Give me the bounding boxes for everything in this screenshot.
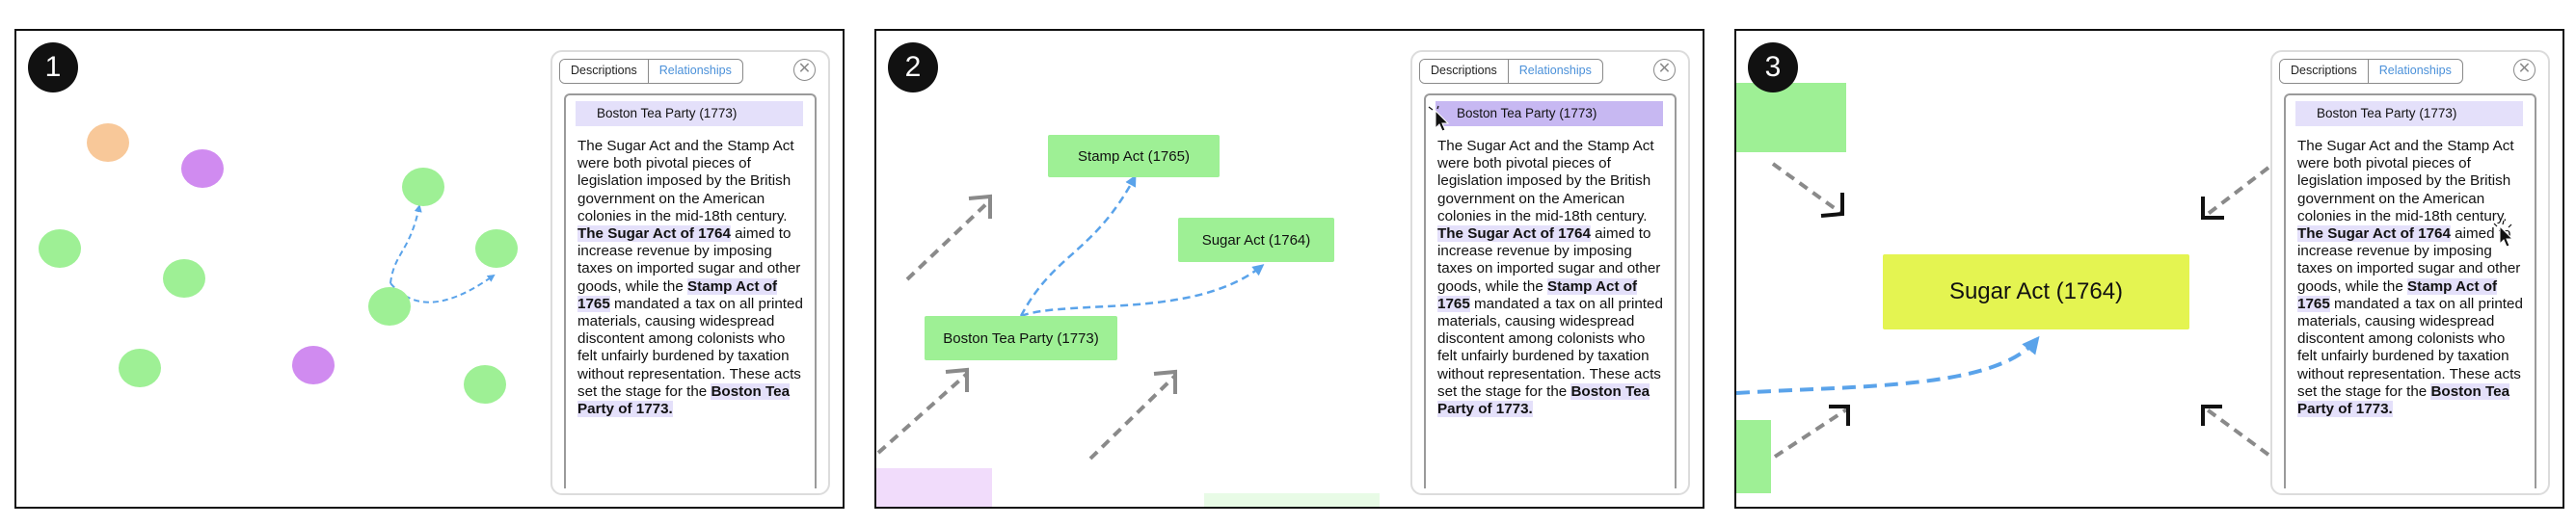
info-card: Descriptions Relationships ✕ Boston Tea …	[550, 50, 830, 495]
step-badge: 1	[28, 42, 78, 92]
cursor-icon	[1428, 105, 1450, 132]
node-stamp-act[interactable]: Stamp Act (1765)	[1048, 135, 1220, 177]
tab-group: Descriptions Relationships	[559, 59, 743, 84]
node-boston-tea-party[interactable]: Boston Tea Party (1773)	[925, 316, 1117, 360]
tab-descriptions[interactable]: Descriptions	[1420, 60, 1509, 83]
highlight-link[interactable]: The Sugar Act of 1764	[2297, 225, 2451, 243]
description-text: The Sugar Act and the Stamp Act were bot…	[577, 138, 803, 418]
node-dot-purple[interactable]	[181, 149, 224, 188]
info-card: Descriptions Relationships ✕ Boston Tea …	[2270, 50, 2550, 495]
step-badge: 3	[1748, 42, 1798, 92]
tab-relationships[interactable]: Relationships	[2378, 64, 2452, 77]
node-partial[interactable]	[1204, 493, 1380, 509]
node-dot-orange[interactable]	[87, 123, 129, 162]
tab-descriptions[interactable]: Descriptions	[560, 60, 649, 83]
card-title: Boston Tea Party (1773)	[2295, 101, 2523, 126]
highlight-link[interactable]: The Sugar Act of 1764	[1437, 225, 1591, 243]
description-text: The Sugar Act and the Stamp Act were bot…	[2297, 138, 2523, 418]
description-pane[interactable]: Boston Tea Party (1773) The Sugar Act an…	[1424, 93, 1677, 488]
graph-canvas[interactable]	[876, 31, 1704, 509]
close-icon[interactable]: ✕	[1653, 59, 1676, 81]
node-dot-green[interactable]	[402, 168, 444, 206]
direction-arrow	[1088, 369, 1177, 460]
highlight-link[interactable]: The Sugar Act of 1764	[577, 225, 731, 243]
edge-arrow	[1020, 264, 1265, 318]
node-dot-green[interactable]	[39, 229, 81, 268]
node-dot-green[interactable]	[464, 365, 506, 404]
node-dot-green[interactable]	[163, 259, 205, 298]
info-card: Descriptions Relationships ✕ Boston Tea …	[1410, 50, 1690, 495]
direction-arrow	[2201, 405, 2270, 457]
node-dot-green[interactable]	[475, 229, 518, 268]
direction-arrow	[876, 367, 969, 455]
node-partial[interactable]	[1736, 83, 1846, 152]
close-icon[interactable]: ✕	[793, 59, 816, 81]
edge-arrow	[1019, 174, 1137, 317]
node-dot-green[interactable]	[119, 349, 161, 387]
direction-arrow	[905, 194, 992, 281]
tab-group: Descriptions Relationships	[2279, 59, 2463, 84]
tab-descriptions[interactable]: Descriptions	[2280, 60, 2369, 83]
direction-arrow	[1771, 162, 1844, 218]
description-pane[interactable]: Boston Tea Party (1773) The Sugar Act an…	[2284, 93, 2536, 488]
direction-arrow	[2201, 166, 2270, 220]
step-badge: 2	[888, 42, 938, 92]
close-icon[interactable]: ✕	[2513, 59, 2536, 81]
direction-arrow	[1773, 405, 1850, 459]
node-partial[interactable]	[876, 468, 992, 509]
tab-relationships[interactable]: Relationships	[658, 64, 732, 77]
graph-canvas[interactable]	[1736, 31, 2564, 509]
description-pane[interactable]: Boston Tea Party (1773) The Sugar Act an…	[564, 93, 817, 488]
node-sugar-act[interactable]: Sugar Act (1764)	[1178, 218, 1334, 262]
tab-relationships[interactable]: Relationships	[1518, 64, 1592, 77]
graph-canvas[interactable]	[16, 31, 845, 509]
node-dot-purple[interactable]	[292, 346, 335, 384]
edge-arrow	[1736, 335, 2040, 395]
panel-overview: 1 Descriptions Relationships ✕ Boston Te…	[14, 29, 845, 509]
cursor-icon	[2493, 221, 2514, 248]
node-sugar-act-focused[interactable]: Sugar Act (1764)	[1883, 254, 2189, 329]
card-title: Boston Tea Party (1773)	[576, 101, 803, 126]
panel-focused: Sugar Act (1764) 3 Descriptions Relation…	[1734, 29, 2564, 509]
edge-arrow	[389, 204, 422, 284]
description-text: The Sugar Act and the Stamp Act were bot…	[1437, 138, 1663, 418]
tab-group: Descriptions Relationships	[1419, 59, 1603, 84]
panel-zoomed: Stamp Act (1765) Sugar Act (1764) Boston…	[874, 29, 1704, 509]
node-dot-green[interactable]	[368, 287, 411, 326]
node-partial[interactable]	[1736, 420, 1771, 493]
card-title[interactable]: Boston Tea Party (1773)	[1436, 101, 1663, 126]
